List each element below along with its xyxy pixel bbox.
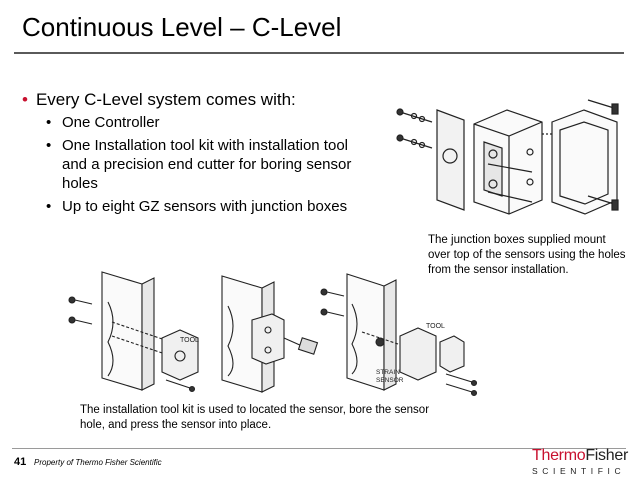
bullet-dot: • [22,90,28,109]
install-step-1: TOOL [68,271,199,393]
footer-divider [12,448,626,449]
strain-label: STRAIN [376,369,400,376]
screw-set [396,108,433,149]
title-divider [14,52,624,54]
sub-bullet-dot: • [46,137,52,154]
slide-title: Continuous Level – C-Level [22,12,342,42]
property-notice: Property of Thermo Fisher Scientific [34,458,162,467]
install-step-3: TOOL STRAIN SENSOR [320,273,478,397]
sub-bullet-list: • One Controller • One Installation tool k… [46,113,376,220]
junction-box-diagram [396,99,619,215]
sub-bullet-dot: • [46,114,52,131]
installation-diagram: TOOL TOOL STRAIN SENSOR [68,271,478,397]
sub-bullet-item: • Up to eight GZ sensors with junction bo… [46,197,376,216]
thermo-fisher-logo: ThermoFisher SCIENTIFIC [532,447,632,477]
logo-fisher: Fisher [585,447,628,464]
sub-bullet-text: One Installation tool kit with installat… [62,137,352,192]
sub-bullet-text: One Controller [62,114,160,131]
sub-bullet-item: • One Controller [46,113,376,132]
installation-caption: The installation tool kit is used to loc… [80,404,430,431]
logo-thermo: Thermo [532,447,586,464]
sub-bullet-text: Up to eight GZ sensors with junction box… [62,198,348,215]
install-step-2 [221,275,319,393]
logo-scientific: SCIENTIFIC [532,466,626,476]
tool-label: TOOL [180,337,199,344]
junction-box-body [473,109,543,215]
junction-box-caption: The junction boxes supplied mount over t… [428,234,626,276]
sub-bullet-item: • One Installation tool kit with installa… [46,136,376,193]
sub-bullet-dot: • [46,198,52,215]
main-bullet-text: Every C-Level system comes with: [35,90,296,109]
junction-box-lid [542,99,619,215]
tool-label-2: TOOL [426,323,445,330]
page-number: 41 [14,456,27,468]
main-bullet: • Every C-Level system comes with: [22,90,296,110]
gasket-plate [436,109,465,211]
sensor-label: SENSOR [376,377,404,384]
